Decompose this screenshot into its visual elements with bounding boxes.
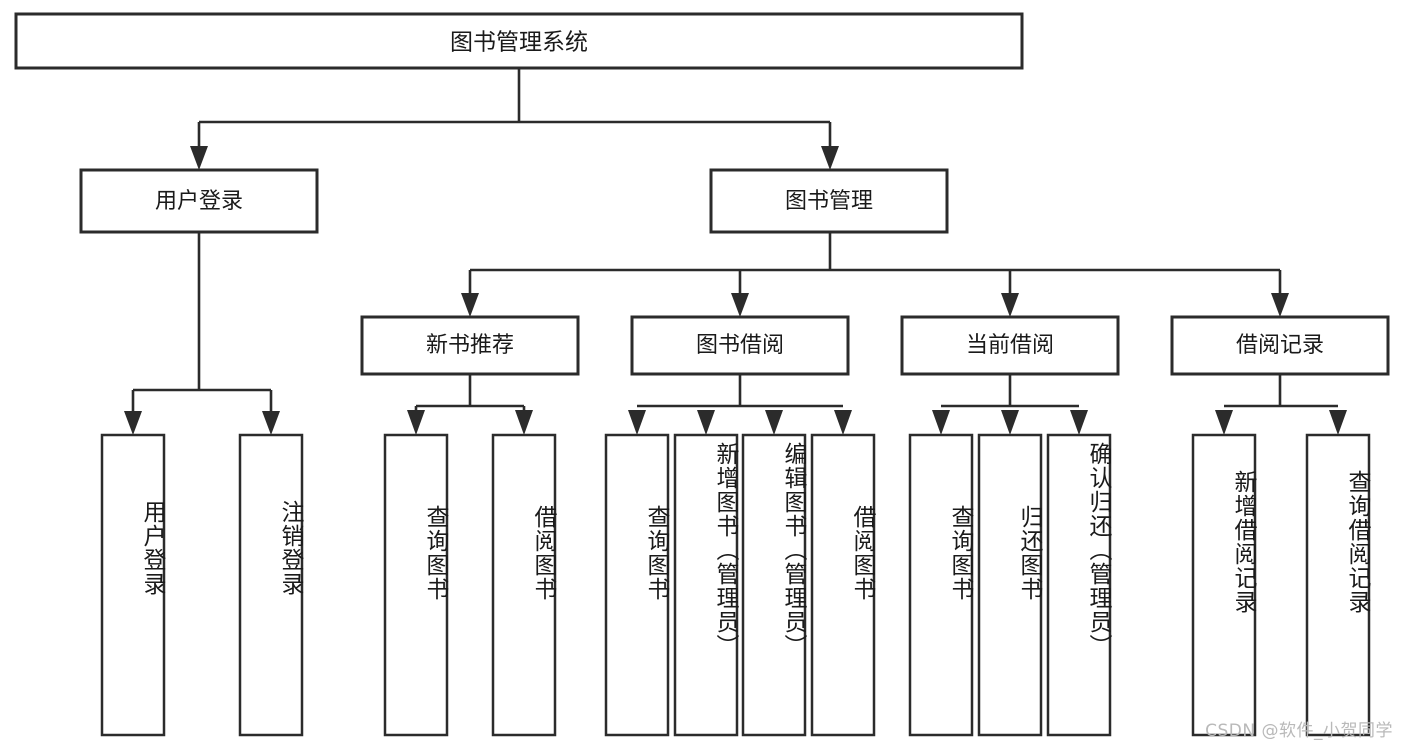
connectors-level2-to-level3 <box>461 232 1289 317</box>
node-current-borrow-label: 当前借阅 <box>966 333 1054 358</box>
leaf-box-borrow-book-1[interactable] <box>491 433 557 737</box>
leaf-box-user-login[interactable] <box>100 433 166 737</box>
csdn-watermark: CSDN @软件_小贺同学 <box>1205 721 1393 741</box>
arrowhead-user-login <box>190 146 208 170</box>
node-book-manage-label: 图书管理 <box>785 189 873 214</box>
node-book-borrow-box[interactable] <box>630 315 850 376</box>
arrowhead-leaf-borrow-book-2 <box>834 410 852 435</box>
connectors-bookborrow-to-leaves <box>628 374 852 435</box>
connectors-currentborrow-to-leaves <box>932 374 1088 435</box>
arrowhead-leaf-borrow-book-1 <box>515 410 533 435</box>
node-borrow-record-box[interactable] <box>1170 315 1390 376</box>
leaf-box-confirm-return[interactable] <box>1046 433 1112 737</box>
node-book-manage-box[interactable] <box>709 168 949 234</box>
leaf-box-logout[interactable] <box>238 433 304 737</box>
node-root-box[interactable] <box>14 12 1024 70</box>
arrowhead-leaf-query-book-1 <box>407 410 425 435</box>
leaf-box-add-record[interactable] <box>1191 433 1257 737</box>
node-root-label: 图书管理系统 <box>450 30 588 56</box>
leaf-box-query-book-1[interactable] <box>383 433 449 737</box>
arrowhead-leaf-query-record <box>1329 410 1347 435</box>
leaf-box-return-book[interactable] <box>977 433 1043 737</box>
leaf-box-query-book-2[interactable] <box>604 433 670 737</box>
node-new-book-box[interactable] <box>360 315 580 376</box>
arrowhead-new-book <box>461 293 479 317</box>
arrowhead-leaf-add-record <box>1215 410 1233 435</box>
arrowhead-leaf-add-book <box>697 410 715 435</box>
arrowhead-book-borrow <box>731 293 749 317</box>
arrowhead-leaf-edit-book <box>765 410 783 435</box>
leaf-box-add-book[interactable] <box>673 433 739 737</box>
arrowhead-leaf-query-book-3 <box>932 410 950 435</box>
connectors-root-to-level2 <box>190 68 839 170</box>
arrowhead-current-borrow <box>1001 293 1019 317</box>
leaf-box-borrow-book-2[interactable] <box>810 433 876 737</box>
arrowhead-leaf-return-book <box>1001 410 1019 435</box>
connectors-newbook-to-leaves <box>407 374 533 435</box>
node-new-book-label: 新书推荐 <box>426 333 514 358</box>
arrowhead-leaf-query-book-2 <box>628 410 646 435</box>
arrowhead-leaf-confirm-return <box>1070 410 1088 435</box>
arrowhead-leaf-user-login <box>124 411 142 435</box>
node-current-borrow-box[interactable] <box>900 315 1120 376</box>
leaf-box-query-record[interactable] <box>1305 433 1371 737</box>
connectors-userlogin-to-leaves <box>124 232 280 435</box>
node-user-login-box[interactable] <box>79 168 319 234</box>
node-book-borrow-label: 图书借阅 <box>696 333 784 358</box>
node-user-login-label: 用户登录 <box>155 189 243 214</box>
connectors-borrowrecord-to-leaves <box>1215 374 1347 435</box>
node-borrow-record-label: 借阅记录 <box>1236 333 1324 358</box>
leaf-box-edit-book[interactable] <box>741 433 807 737</box>
arrowhead-borrow-record <box>1271 293 1289 317</box>
arrowhead-book-manage <box>821 146 839 170</box>
arrowhead-leaf-logout <box>262 411 280 435</box>
leaf-box-query-book-3[interactable] <box>908 433 974 737</box>
